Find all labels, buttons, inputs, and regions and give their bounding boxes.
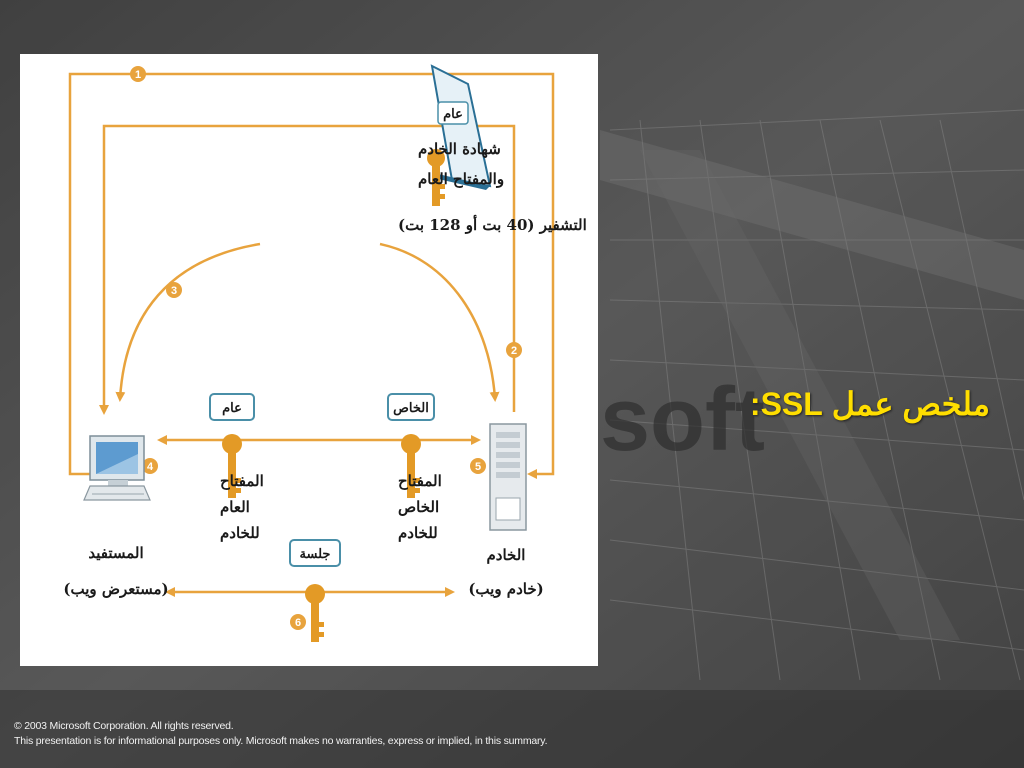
- svg-text:soft: soft: [600, 370, 765, 470]
- svg-text:جلسة: جلسة: [300, 547, 331, 562]
- client-label-line2: (مستعرض ويب): [63, 580, 168, 598]
- svg-text:4: 4: [147, 461, 154, 473]
- certificate-line1: شهادة الخادم: [418, 140, 501, 158]
- client-computer-icon: [83, 435, 151, 501]
- svg-text:2: 2: [511, 345, 517, 357]
- step-badge-6: 6: [290, 614, 306, 630]
- private-key-tag: الخاص: [387, 393, 435, 421]
- step-badge-4: 4: [142, 458, 158, 474]
- public-key-icon: [222, 434, 242, 498]
- arrow-step-3-right: [379, 242, 500, 402]
- step-badge-5: 5: [470, 458, 486, 474]
- public-key-line1: المفتاح: [220, 472, 264, 490]
- step-badge-3: 3: [166, 282, 182, 298]
- client-label-line1: المستفيد: [88, 544, 143, 562]
- certificate-tag: عام: [443, 107, 463, 122]
- public-key-line2: العام: [220, 498, 250, 516]
- arrow-step-3-left: [115, 242, 261, 402]
- step-badge-2: 2: [506, 342, 522, 358]
- arrow-step-1: [68, 72, 555, 479]
- footer-disclaimer: This presentation is for informational p…: [14, 735, 548, 747]
- svg-text:5: 5: [475, 461, 481, 473]
- step-badge-1: 1: [130, 66, 146, 82]
- svg-text:3: 3: [171, 285, 177, 297]
- svg-text:الخاص: الخاص: [393, 401, 429, 416]
- svg-text:1: 1: [135, 69, 141, 81]
- session-key-tag: جلسة: [289, 539, 341, 567]
- slide-title: ملخص عمل SSL:: [749, 386, 990, 422]
- certificate-icon: عام: [430, 64, 492, 190]
- public-key-line3: للخادم: [220, 524, 260, 542]
- svg-text:عام: عام: [222, 401, 242, 416]
- private-key-line1: المفتاح: [398, 472, 442, 490]
- server-tower-icon: [489, 423, 527, 531]
- ssl-diagram-panel: 1 2 3 4 5 6 عام شهادة الخادم والمفتاح ال…: [20, 54, 598, 666]
- footer-copyright: © 2003 Microsoft Corporation. All rights…: [14, 720, 234, 732]
- session-key-icon: [305, 584, 325, 642]
- server-label-line2: (خادم ويب): [468, 580, 543, 598]
- public-key-tag: عام: [209, 393, 255, 421]
- certificate-key-icon: [427, 149, 445, 206]
- arrow-step-2: [99, 124, 516, 415]
- certificate-line2: والمفتاح العام: [418, 170, 504, 188]
- private-key-icon: [401, 434, 421, 498]
- private-key-line2: الخاص: [398, 498, 439, 516]
- ssl-diagram: 1 2 3 4 5 6 عام شهادة الخادم والمفتاح ال…: [63, 64, 587, 642]
- encryption-label: التشفير (40 بت أو 128 بت): [398, 214, 587, 234]
- svg-text:6: 6: [295, 617, 301, 629]
- background-grid: [609, 109, 1024, 681]
- server-label-line1: الخادم: [487, 546, 526, 564]
- private-key-line3: للخادم: [398, 524, 438, 542]
